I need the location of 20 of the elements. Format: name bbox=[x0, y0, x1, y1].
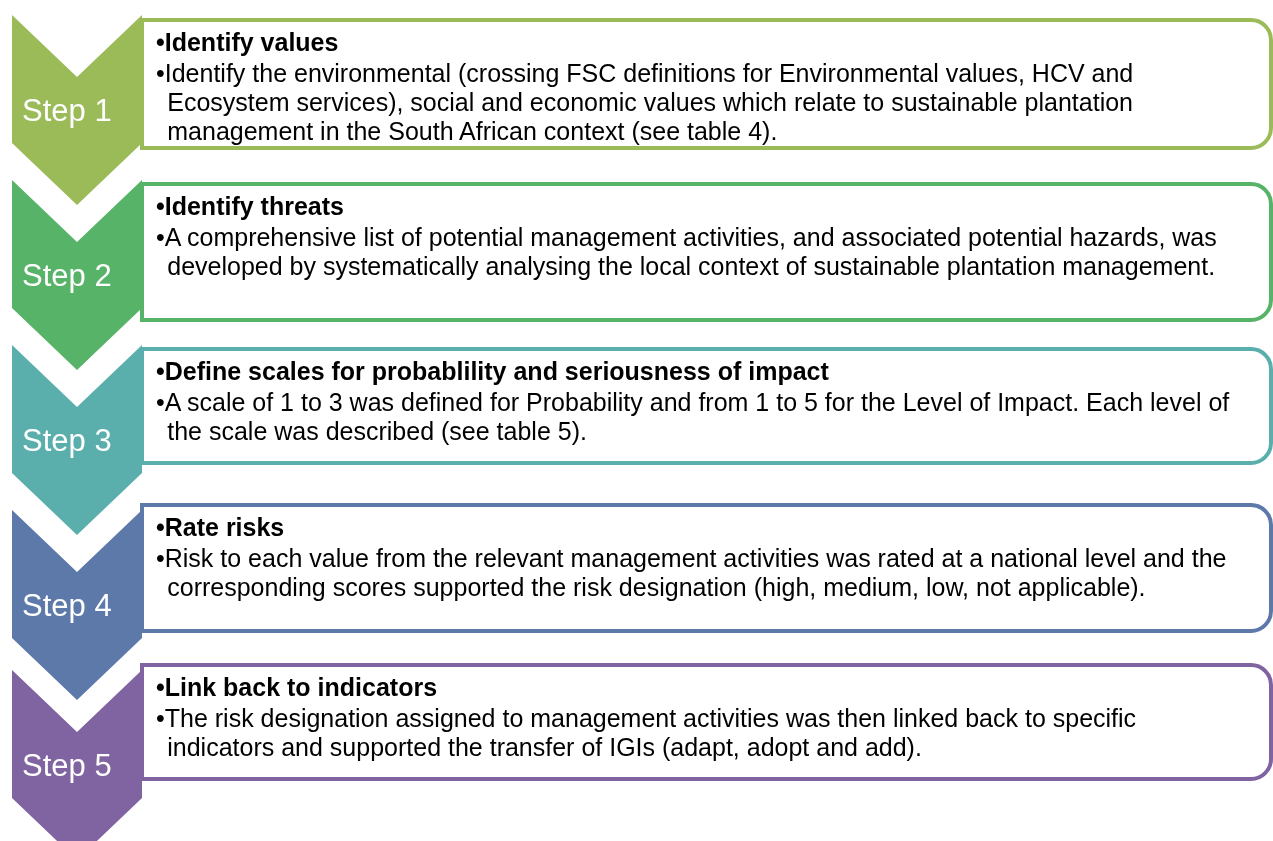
step-label: Step 3 bbox=[22, 423, 112, 459]
step-description: •A scale of 1 to 3 was defined for Probability and from 1 to 5 for the Level of Impact. Each level of the scale was described (see table 5). bbox=[156, 388, 1231, 446]
step-panel bbox=[140, 503, 1273, 633]
step-description: •A comprehensive list of potential management activities, and associated potential hazards, was developed by systematically analysing the local context of sustainable plantation management. bbox=[156, 223, 1218, 281]
step-label: Step 4 bbox=[22, 588, 112, 624]
step-label: Step 5 bbox=[22, 748, 112, 784]
step-panel bbox=[140, 182, 1273, 322]
step-heading: •Identify values bbox=[156, 28, 340, 57]
step-heading: •Rate risks bbox=[156, 513, 286, 542]
step-panel bbox=[140, 663, 1273, 781]
step-description: •The risk designation assigned to management activities was then linked back to specific indicators and supported the transfer of IGIs (adapt, adopt and add). bbox=[156, 704, 1138, 762]
step-description: •Risk to each value from the relevant management activities was rated at a national level and the corresponding scores supported the risk designation (high, medium, low, not applicable). bbox=[156, 544, 1228, 602]
step-heading: •Define scales for probablility and seriousness of impact bbox=[156, 357, 830, 386]
step-panel bbox=[140, 18, 1273, 150]
step-label: Step 2 bbox=[22, 258, 112, 294]
step-description: •Identify the environmental (crossing FSC definitions for Environmental values, HCV and Ecosystem services), social and economic values which relate to sustainable plantation management in the South African context (see table 4). bbox=[156, 59, 1135, 146]
step-heading: •Identify threats bbox=[156, 192, 345, 221]
step-heading: •Link back to indicators bbox=[156, 673, 439, 702]
step-label: Step 1 bbox=[22, 93, 112, 129]
step-panel bbox=[140, 347, 1273, 465]
